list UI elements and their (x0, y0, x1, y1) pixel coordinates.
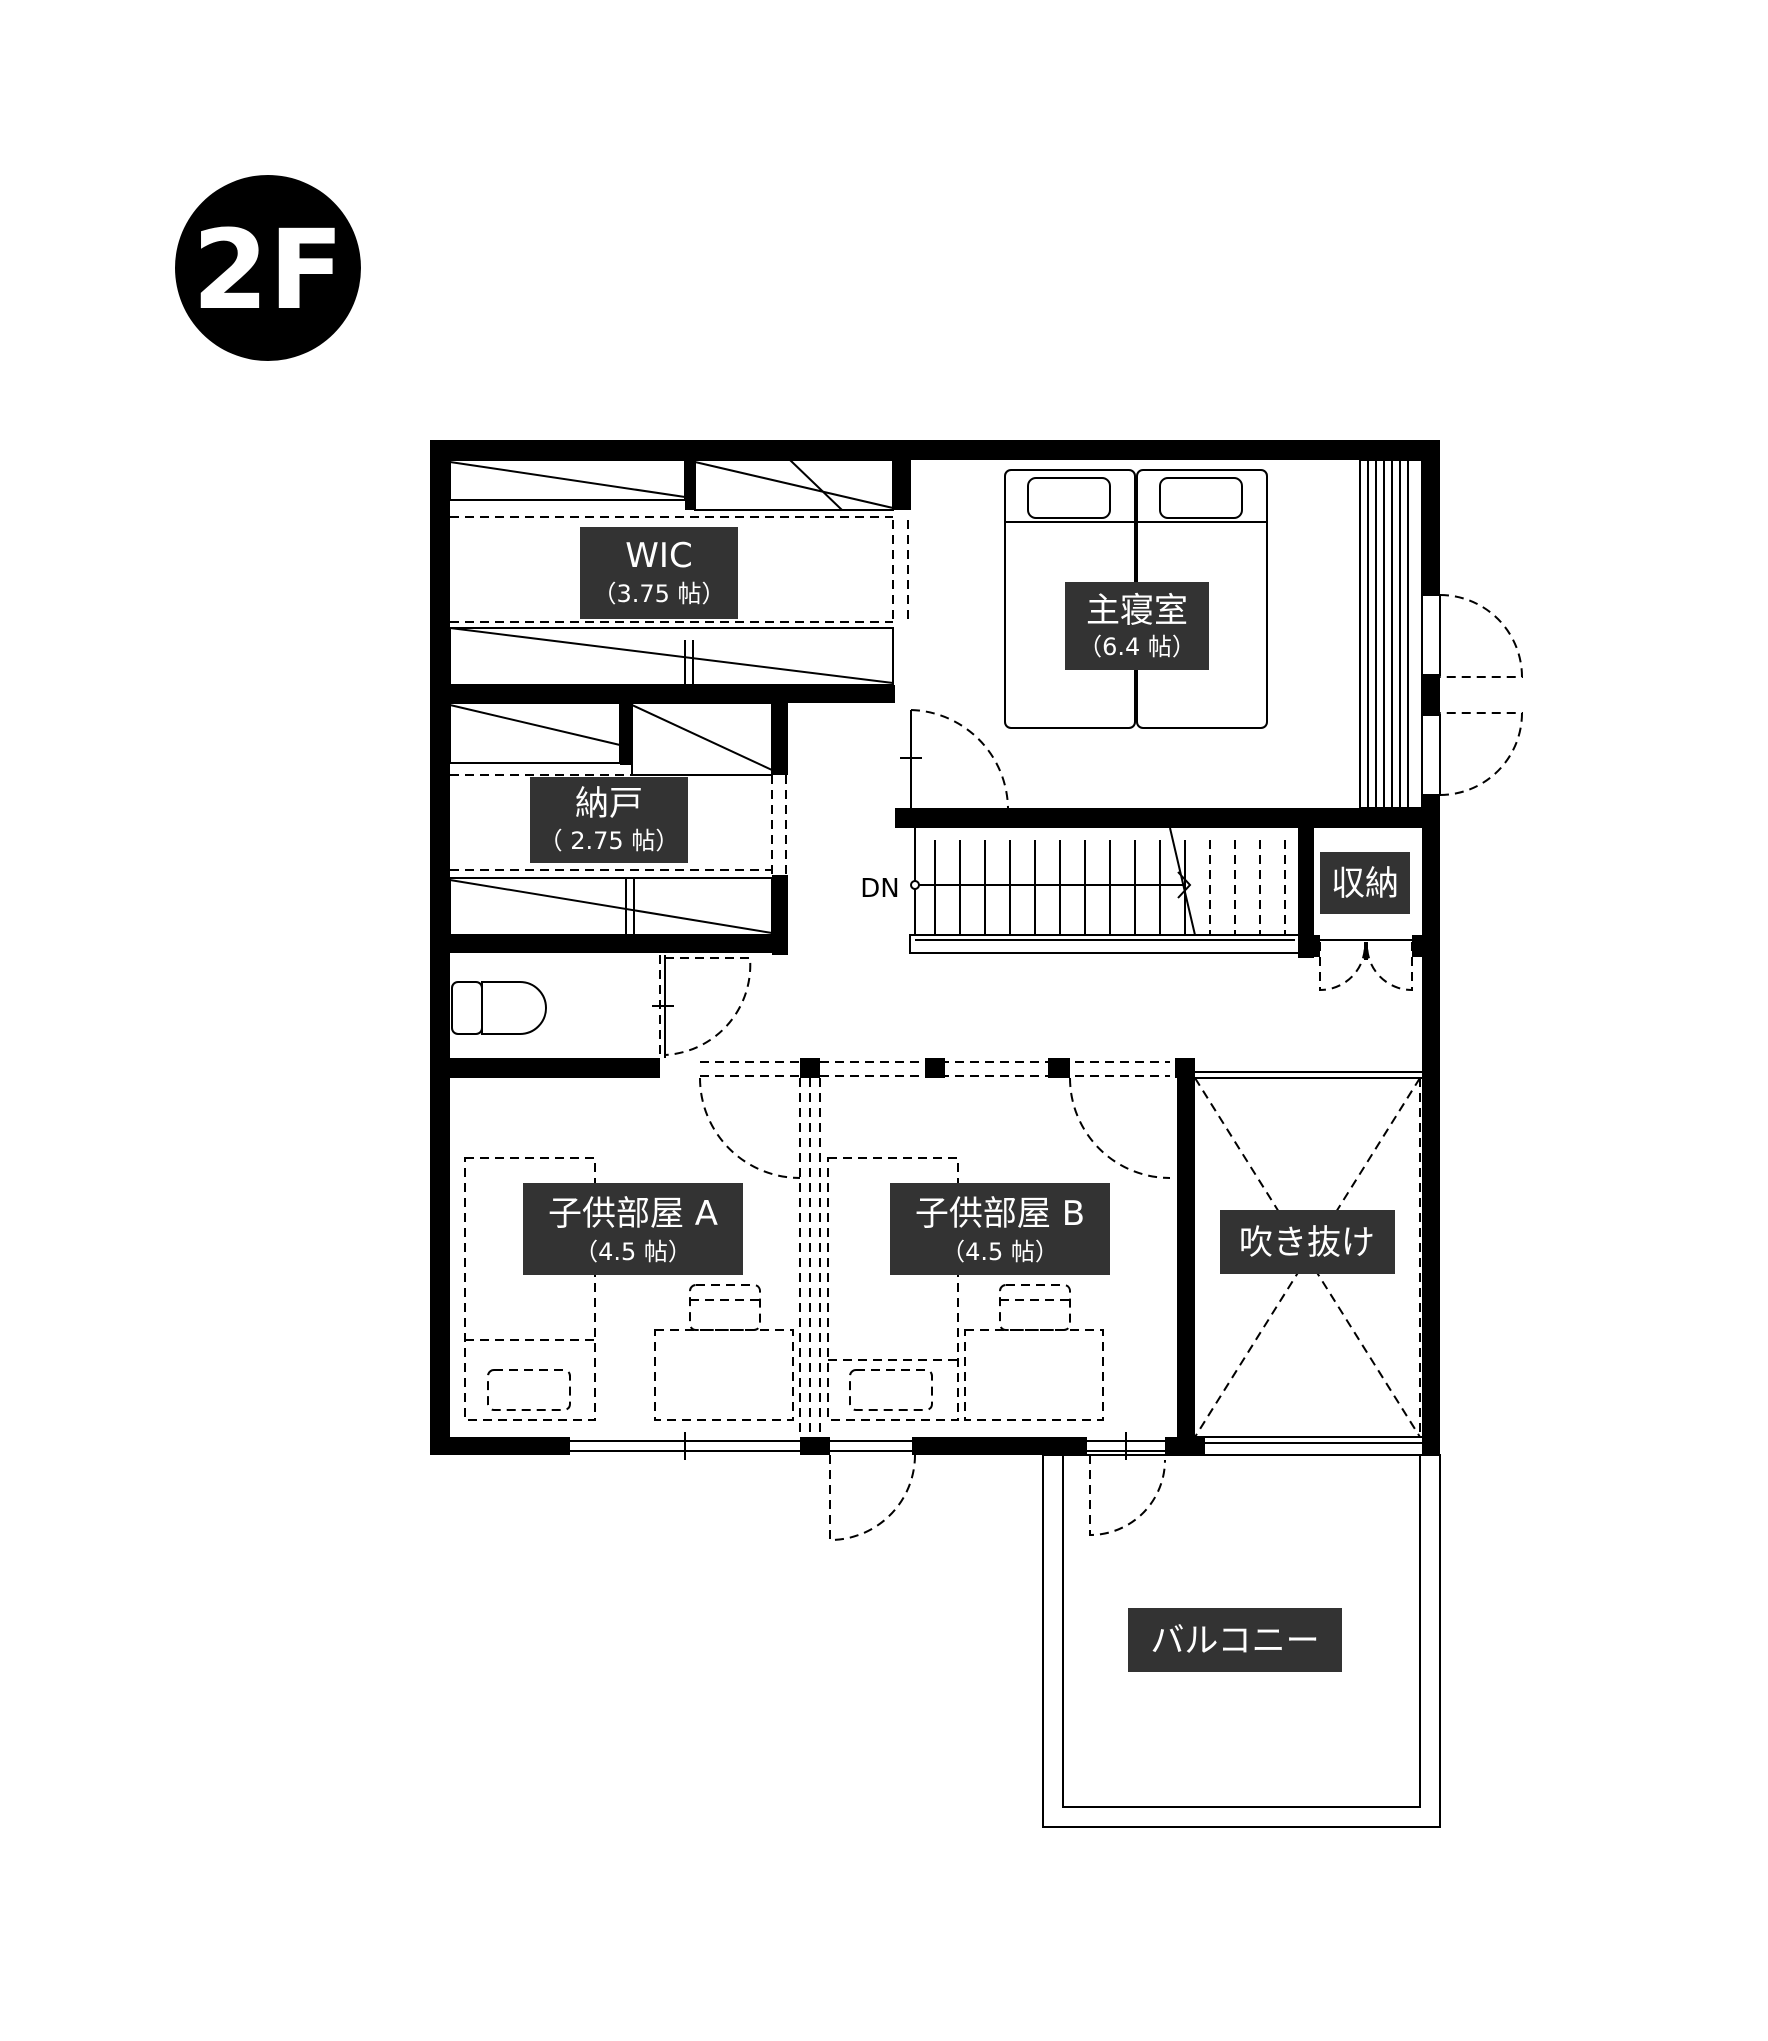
room-name-child-b: 子供部屋 B (915, 1194, 1085, 1234)
wall-wic-master (893, 440, 911, 510)
room-name-void: 吹き抜け (1239, 1223, 1375, 1263)
room-label-wic: WIC （3.75 帖） (580, 527, 738, 619)
room-size-wic: （3.75 帖） (592, 580, 725, 608)
room-size-storage: （ 2.75 帖） (539, 827, 680, 855)
wall-void-left (1177, 1058, 1195, 1455)
wall-storage-right-1 (772, 703, 788, 775)
wic-fixtures (449, 459, 909, 686)
toilet-bowl (481, 981, 547, 1035)
wall-toilet-bottom (430, 1058, 660, 1078)
stair-treads (914, 828, 1286, 935)
wall-closet-corner-right (1412, 935, 1440, 957)
storage-shelf-top-right (631, 702, 773, 776)
stair-handrail (909, 934, 1301, 954)
master-fixtures (900, 459, 1524, 809)
wall-wic-bottom (430, 685, 895, 703)
room-name-wic: WIC (625, 536, 692, 576)
storage-shelf-top-left (449, 702, 621, 764)
room-name-closet: 収納 (1331, 864, 1399, 904)
child-b-chair (999, 1284, 1071, 1331)
floor-badge-circle (175, 175, 361, 361)
room-name-balcony: バルコニー (1150, 1621, 1319, 1661)
child-a-bed (464, 1157, 596, 1421)
wic-shelf-top-right (694, 459, 894, 511)
wall-right-2 (1422, 675, 1440, 715)
wic-shelf-bottom (449, 627, 894, 686)
wall-right-3 (1422, 795, 1440, 1455)
wall-bottom-1 (430, 1437, 570, 1455)
wall-storage-bottom (430, 935, 788, 953)
balcony-inner (1062, 1454, 1421, 1808)
wall-wic-shelf-divider (685, 460, 695, 510)
walls (430, 440, 1440, 1455)
master-closet-lines (1367, 460, 1409, 808)
stair-direction: DN (860, 874, 899, 904)
room-label-child-a: 子供部屋 A （4.5 帖） (523, 1183, 743, 1275)
wall-right-1 (1422, 440, 1440, 595)
child-b-bed (827, 1157, 959, 1421)
storage-shelf-bottom (449, 877, 773, 936)
room-size-master: （6.4 帖） (1078, 633, 1196, 661)
child-a-desk (654, 1329, 794, 1421)
room-label-void: 吹き抜け (1220, 1210, 1395, 1274)
room-label-closet: 収納 (1320, 852, 1410, 914)
wall-top (430, 440, 1440, 460)
stairs: DN (860, 827, 1301, 954)
child-b-desk (964, 1329, 1104, 1421)
pillow-left (1027, 477, 1111, 519)
room-label-storage: 納戸 （ 2.75 帖） (530, 777, 688, 863)
storage-fixtures (449, 702, 787, 936)
wall-stair-top (895, 808, 1440, 828)
child-rooms-fixtures (464, 1061, 1171, 1542)
room-label-balcony: バルコニー (1128, 1608, 1342, 1672)
wall-closet-corner-left (1298, 935, 1320, 957)
room-name-master: 主寝室 (1086, 591, 1188, 631)
floor-badge: 2F (175, 175, 361, 361)
toilet-tank (451, 981, 483, 1035)
room-name-storage: 納戸 (575, 784, 643, 824)
balcony-fixtures (1042, 1432, 1441, 1828)
room-label-master: 主寝室 （6.4 帖） (1065, 582, 1209, 670)
toilet-fixtures (451, 955, 752, 1058)
pillow-right (1159, 477, 1243, 519)
child-a-chair (689, 1284, 761, 1331)
closet-fixtures (1319, 939, 1413, 992)
wall-bottom-2 (800, 1437, 830, 1455)
room-size-child-a: （4.5 帖） (574, 1238, 692, 1266)
wall-storage-shelf-divider (620, 703, 632, 765)
room-label-child-b: 子供部屋 B （4.5 帖） (890, 1183, 1110, 1275)
room-size-child-b: （4.5 帖） (941, 1238, 1059, 1266)
floor-badge-label: 2F (192, 206, 344, 334)
wic-shelf-top-left (449, 459, 686, 501)
wall-bottom-3 (912, 1437, 1087, 1455)
room-name-child-a: 子供部屋 A (548, 1194, 718, 1234)
wall-closet-left (1298, 828, 1314, 958)
